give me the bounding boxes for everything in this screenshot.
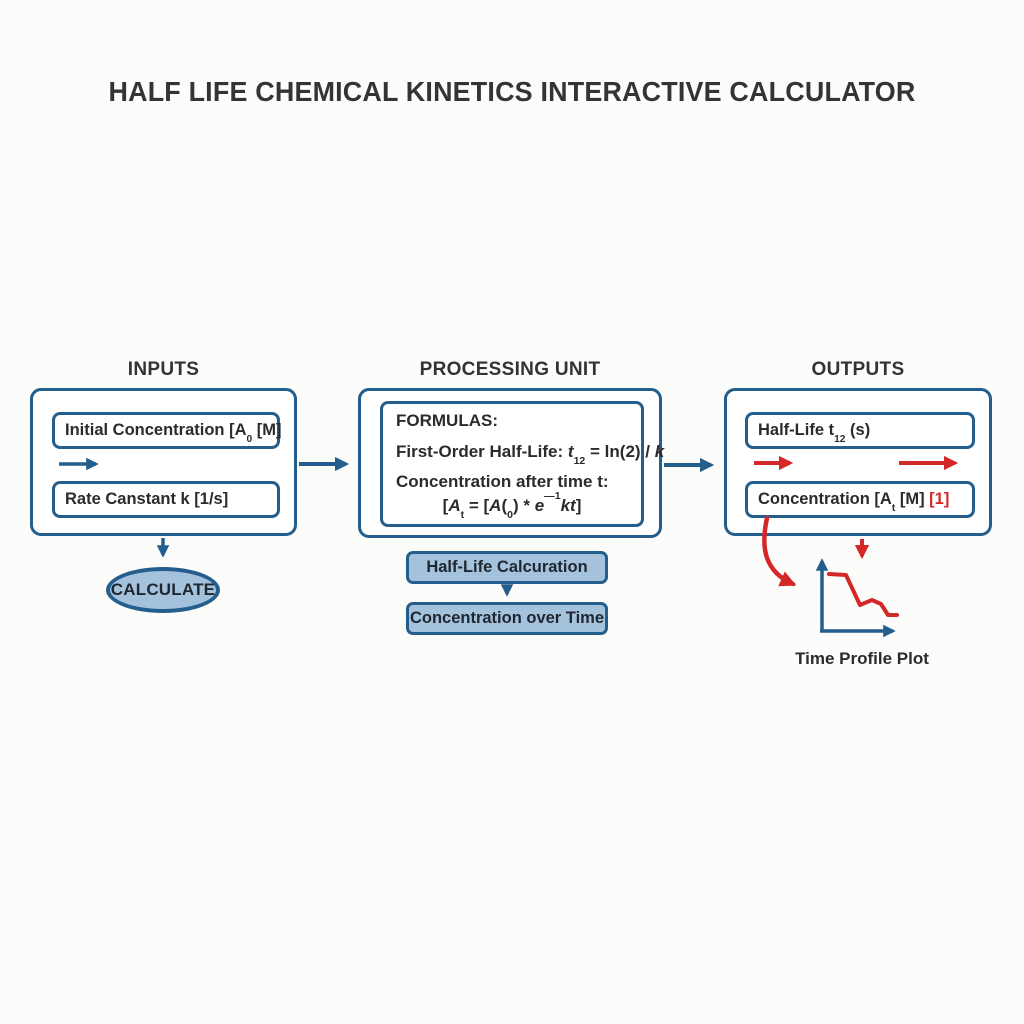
inputs-section-label: INPUTS	[127, 359, 200, 380]
time-profile-plot-label: Time Profile Plot	[795, 649, 929, 668]
outputs-section-label: OUTPUTS	[811, 359, 905, 380]
processing-panel: FORMULAS: First-Order Half-Life: t12 = l…	[358, 388, 664, 538]
concentration-output-highlight: [1]	[929, 490, 950, 508]
mini-plot-decay-curve-icon	[827, 572, 899, 617]
mini-plot-axes-icon	[815, 558, 896, 638]
inputs-panel: Initial Concentration [A0 [M] Rate Canst…	[30, 388, 297, 536]
initial-concentration-label: Initial Concentration [A0 [M]	[65, 421, 282, 445]
half-life-output-label: Half-Life t12 (s)	[758, 421, 871, 445]
concentration-formula: [At = [A(0) * e—1kt]	[442, 490, 582, 521]
concentration-output-label: Concentration [At [M] [1]	[758, 490, 950, 514]
page-title: HALF LIFE CHEMICAL KINETICS INTERACTIVE …	[108, 76, 916, 107]
formulas-box: FORMULAS: First-Order Half-Life: t12 = l…	[380, 401, 664, 527]
outputs-panel: Half-Life t12 (s) Concentration [At [M] …	[724, 388, 992, 536]
concentration-over-time-button[interactable]: Concentration over Time	[406, 602, 608, 635]
half-life-calculation-button-label: Half-Life Calcuration	[426, 558, 588, 576]
calculate-button-label: CALCULATE	[110, 580, 216, 599]
concentration-output-field: Concentration [At [M] [1]	[745, 481, 975, 518]
rate-constant-label: Rate Canstant k [1/s]	[65, 490, 229, 508]
half-life-formula: First-Order Half-Life: t12 = ln(2) / k	[396, 442, 665, 467]
calculate-button[interactable]: CALCULATE	[106, 567, 220, 613]
initial-concentration-input[interactable]: Initial Concentration [A0 [M]	[52, 412, 282, 449]
processing-section-label: PROCESSING UNIT	[419, 359, 601, 380]
concentration-after-time-label: Concentration after time t:	[396, 472, 609, 491]
half-life-calculation-button[interactable]: Half-Life Calcuration	[406, 551, 608, 584]
rate-constant-input[interactable]: Rate Canstant k [1/s]	[52, 481, 280, 518]
half-life-output-field: Half-Life t12 (s)	[745, 412, 975, 449]
formulas-heading: FORMULAS:	[396, 411, 498, 430]
concentration-over-time-button-label: Concentration over Time	[409, 609, 605, 627]
